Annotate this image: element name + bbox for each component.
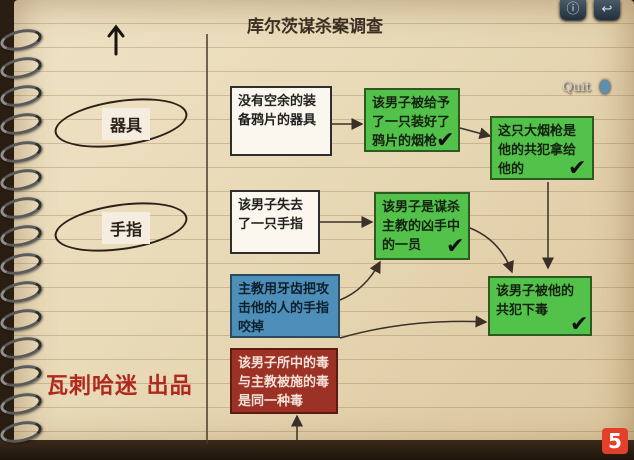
quit-dot-icon[interactable] [600, 80, 610, 94]
check-mark-icon: ✔ [570, 312, 589, 337]
deduction-accomplice-pipe[interactable]: 这只大烟枪是他的共犯拿给他的 [490, 116, 594, 180]
page-title: 库尔茨谋杀案调查 [247, 17, 383, 37]
deduction-pipe-given[interactable]: 该男子被给予了一只装好了鸦片的烟枪 [364, 88, 460, 152]
deduction-murder-group[interactable]: 该男子是谋杀主教的凶手中的一员 [374, 192, 470, 260]
margin-line [206, 34, 208, 444]
check-mark-icon: ✔ [568, 156, 587, 181]
clue-utensil-label[interactable]: 器具 [102, 108, 151, 140]
deduction-utensil-fact[interactable]: 没有空余的装备鸦片的器具 [230, 86, 332, 156]
up-arrow-icon[interactable] [106, 24, 126, 56]
clue-finger-label[interactable]: 手指 [102, 212, 151, 244]
check-mark-icon: ✔ [446, 234, 465, 259]
check-mark-icon: ✔ [436, 128, 455, 153]
logo-badge: 5 [602, 428, 628, 454]
credit-text: 瓦刺哈迷 出品 [46, 373, 193, 399]
deduction-lost-finger[interactable]: 该男子失去了一只手指 [230, 190, 320, 254]
deduction-poisoned-by-accomplice[interactable]: 该男子被他的共犯下毒 [488, 276, 592, 336]
info-button[interactable]: ⓘ [560, 0, 586, 20]
bottom-strip [0, 440, 634, 460]
deduction-bitten-off[interactable]: 主教用牙齿把攻击他的人的手指咬掉 [230, 274, 340, 338]
quit-button[interactable]: Quit [562, 80, 591, 95]
deduction-same-poison[interactable]: 该男子所中的毒与主教被施的毒是同一种毒 [230, 348, 338, 414]
back-button[interactable]: ↩ [594, 0, 620, 20]
